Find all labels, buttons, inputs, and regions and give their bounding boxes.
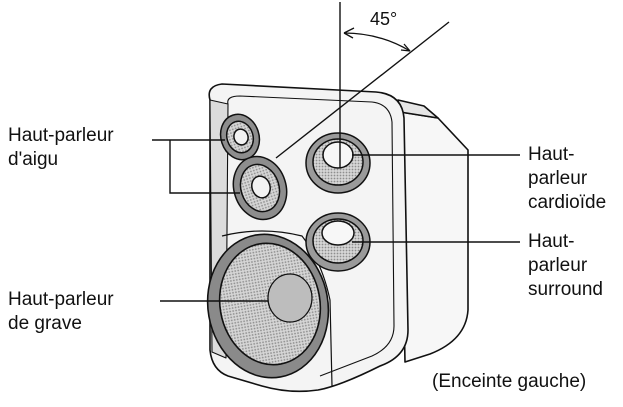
leader-lines — [152, 139, 520, 302]
angle-arrow-right — [400, 43, 411, 52]
cardioid-label-line-1: Haut- — [528, 144, 575, 165]
cardioid-label-line-2: parleur — [528, 168, 588, 189]
surround-label-line-3: surround — [528, 279, 603, 300]
caption-left-speaker: (Enceinte gauche) — [432, 371, 587, 392]
tweeter-bottom — [232, 155, 288, 221]
cabinet-side-panel — [399, 111, 469, 363]
surround-speaker — [305, 212, 371, 272]
woofer-label-line-2: de grave — [8, 313, 82, 334]
surround-label-line-2: parleur — [528, 255, 588, 276]
surround-label: Haut- parleur surround — [528, 230, 603, 302]
cardioid-label: Haut- parleur cardioïde — [528, 143, 606, 215]
surround-label-line-1: Haut- — [528, 231, 575, 252]
tweeter-leader-branch — [169, 140, 240, 194]
cabinet-inner-edge — [227, 95, 395, 377]
angle-arrow-left — [343, 27, 355, 39]
tweeter-top — [219, 113, 261, 161]
woofer-label-line-1: Haut-parleur — [8, 289, 114, 310]
cabinet-waist-curve — [221, 230, 333, 387]
woofer — [206, 233, 330, 379]
angle-indicator — [275, 2, 450, 168]
woofer-label: Haut-parleur de grave — [8, 288, 114, 336]
tweeter-label-line-1: Haut-parleur — [8, 125, 114, 146]
angle-arc — [343, 32, 411, 52]
tweeter-label: Haut-parleur d'aigu — [8, 124, 114, 172]
angle-label: 45° — [370, 9, 398, 29]
angled-axis-line — [275, 21, 450, 159]
tweeter-label-line-2: d'aigu — [8, 149, 59, 170]
cardioid-label-line-3: cardioïde — [528, 192, 607, 213]
cardioid-speaker — [305, 132, 371, 194]
